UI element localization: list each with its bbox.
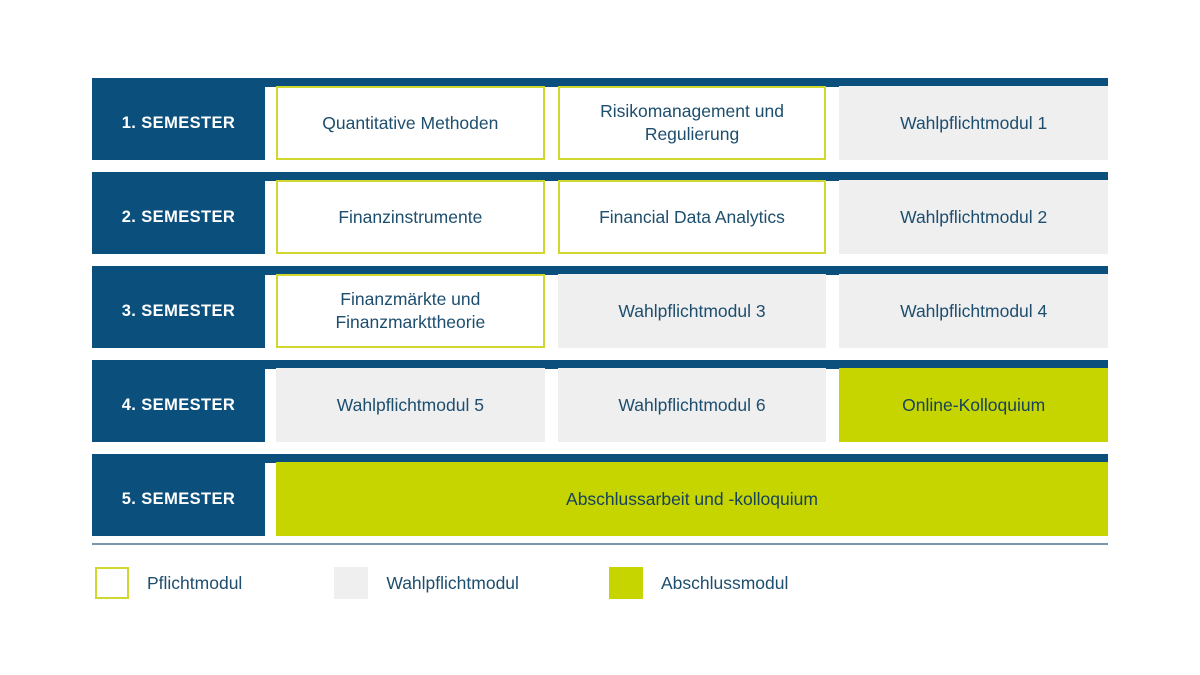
row-body: 3. SEMESTER Finanzmärkte und Finanzmarkt… xyxy=(92,274,1109,348)
semester-label-3: 3. SEMESTER xyxy=(92,274,265,348)
module-cell[interactable]: Risikomanagement und Regulierung xyxy=(557,86,827,160)
legend-divider xyxy=(92,543,1108,545)
legend: Pflichtmodul Wahlpflichtmodul Abschlussm… xyxy=(92,543,1108,599)
semester-row: 1. SEMESTER Quantitative Methoden Risiko… xyxy=(92,78,1109,160)
module-cell[interactable]: Finanzmärkte und Finanzmarkttheorie xyxy=(276,274,545,348)
module-cell[interactable]: Abschlussarbeit und -kolloquium xyxy=(276,462,1108,536)
semester-label-1: 1. SEMESTER xyxy=(92,86,265,160)
row-top-bar xyxy=(92,78,1108,87)
module-cell[interactable]: Wahlpflichtmodul 6 xyxy=(557,368,827,442)
legend-items: Pflichtmodul Wahlpflichtmodul Abschlussm… xyxy=(92,567,1108,599)
module-cell[interactable]: Online-Kolloquium xyxy=(839,368,1109,442)
semester-plan: 1. SEMESTER Quantitative Methoden Risiko… xyxy=(92,78,1109,548)
legend-swatch-wahlpflichtmodul xyxy=(334,567,369,599)
module-cells: Wahlpflichtmodul 5 Wahlpflichtmodul 6 On… xyxy=(276,368,1109,442)
legend-item-pflichtmodul: Pflichtmodul xyxy=(95,567,242,599)
module-cell[interactable]: Financial Data Analytics xyxy=(557,180,827,254)
semester-row: 4. SEMESTER Wahlpflichtmodul 5 Wahlpflic… xyxy=(92,360,1109,442)
module-cell[interactable]: Wahlpflichtmodul 5 xyxy=(276,368,545,442)
semester-label-5: 5. SEMESTER xyxy=(92,462,265,536)
row-body: 5. SEMESTER Abschlussarbeit und -kolloqu… xyxy=(92,462,1108,536)
semester-row: 3. SEMESTER Finanzmärkte und Finanzmarkt… xyxy=(92,266,1109,348)
semester-label-2: 2. SEMESTER xyxy=(92,180,265,254)
legend-item-wahlpflichtmodul: Wahlpflichtmodul xyxy=(334,567,519,599)
legend-item-abschlussmodul: Abschlussmodul xyxy=(608,567,789,599)
row-body: 1. SEMESTER Quantitative Methoden Risiko… xyxy=(92,86,1109,160)
module-cells: Finanzinstrumente Financial Data Analyti… xyxy=(276,180,1109,254)
semester-row: 5. SEMESTER Abschlussarbeit und -kolloqu… xyxy=(92,454,1108,536)
semester-label-4: 4. SEMESTER xyxy=(92,368,265,442)
module-cells: Abschlussarbeit und -kolloquium xyxy=(276,462,1108,536)
legend-label: Wahlpflichtmodul xyxy=(386,572,519,593)
module-cell[interactable]: Finanzinstrumente xyxy=(276,180,545,254)
legend-label: Abschlussmodul xyxy=(660,572,789,593)
row-top-bar xyxy=(92,172,1108,181)
module-cell[interactable]: Wahlpflichtmodul 3 xyxy=(557,274,827,348)
module-cell[interactable]: Quantitative Methoden xyxy=(276,86,545,160)
module-cell[interactable]: Wahlpflichtmodul 2 xyxy=(839,180,1109,254)
row-body: 4. SEMESTER Wahlpflichtmodul 5 Wahlpflic… xyxy=(92,368,1109,442)
semester-row: 2. SEMESTER Finanzinstrumente Financial … xyxy=(92,172,1109,254)
row-top-bar xyxy=(92,360,1108,369)
row-body: 2. SEMESTER Finanzinstrumente Financial … xyxy=(92,180,1109,254)
module-cells: Quantitative Methoden Risikomanagement u… xyxy=(276,86,1109,160)
legend-swatch-pflichtmodul xyxy=(95,567,129,599)
module-cells: Finanzmärkte und Finanzmarkttheorie Wahl… xyxy=(276,274,1109,348)
legend-label: Pflichtmodul xyxy=(147,572,243,593)
legend-swatch-abschlussmodul xyxy=(608,567,643,599)
row-top-bar xyxy=(92,266,1108,275)
module-cell[interactable]: Wahlpflichtmodul 4 xyxy=(839,274,1109,348)
module-cell[interactable]: Wahlpflichtmodul 1 xyxy=(839,86,1109,160)
row-top-bar xyxy=(92,454,1108,463)
